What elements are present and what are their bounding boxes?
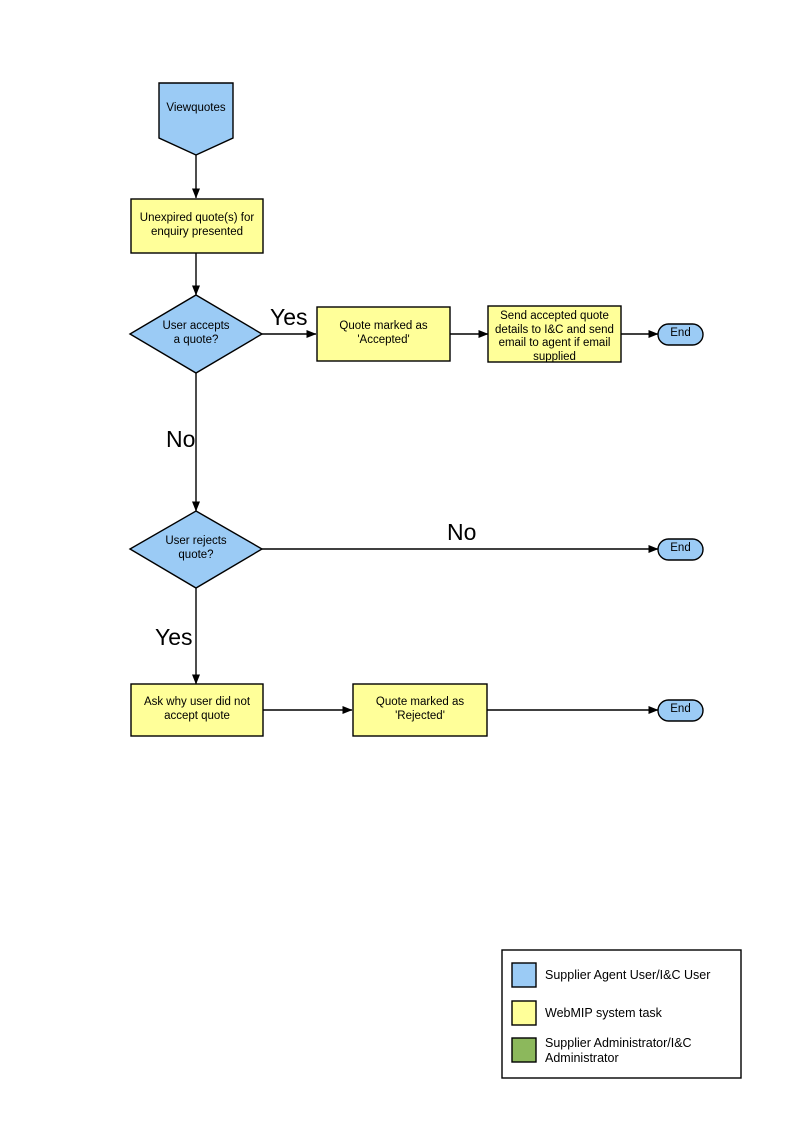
- node-start-viewquotes[interactable]: [158, 82, 234, 156]
- legend-swatch-0: [511, 962, 537, 988]
- edge-label-no-accepts: No: [166, 426, 196, 452]
- legend-item-label-1: WebMIP system task: [545, 1006, 662, 1020]
- node-send-accepted-quote-details[interactable]: [487, 305, 622, 363]
- edge-label-yes-accepts: Yes: [270, 304, 308, 330]
- node-end-3[interactable]: [657, 699, 704, 722]
- edge-label-yes-rejects: Yes: [155, 624, 193, 650]
- legend-swatch-2: [511, 1037, 537, 1063]
- node-end-1[interactable]: [657, 323, 704, 346]
- node-decision-user-accepts[interactable]: [128, 294, 264, 374]
- legend-item-label-0: Supplier Agent User/I&C User: [545, 968, 711, 982]
- edge-label-no-rejects: No: [447, 519, 477, 545]
- legend-swatch-1: [511, 1000, 537, 1026]
- node-quote-marked-rejected[interactable]: [352, 683, 488, 737]
- node-end-2[interactable]: [657, 538, 704, 561]
- legend-panel: [501, 949, 742, 1079]
- node-quote-marked-accepted[interactable]: [316, 306, 451, 362]
- node-unexpired-quotes[interactable]: [130, 198, 264, 254]
- node-ask-why-not-accepted[interactable]: [130, 683, 264, 737]
- node-decision-user-rejects[interactable]: [128, 510, 264, 589]
- legend-item-label-2: Supplier Administrator/I&C Administrator: [545, 1036, 692, 1066]
